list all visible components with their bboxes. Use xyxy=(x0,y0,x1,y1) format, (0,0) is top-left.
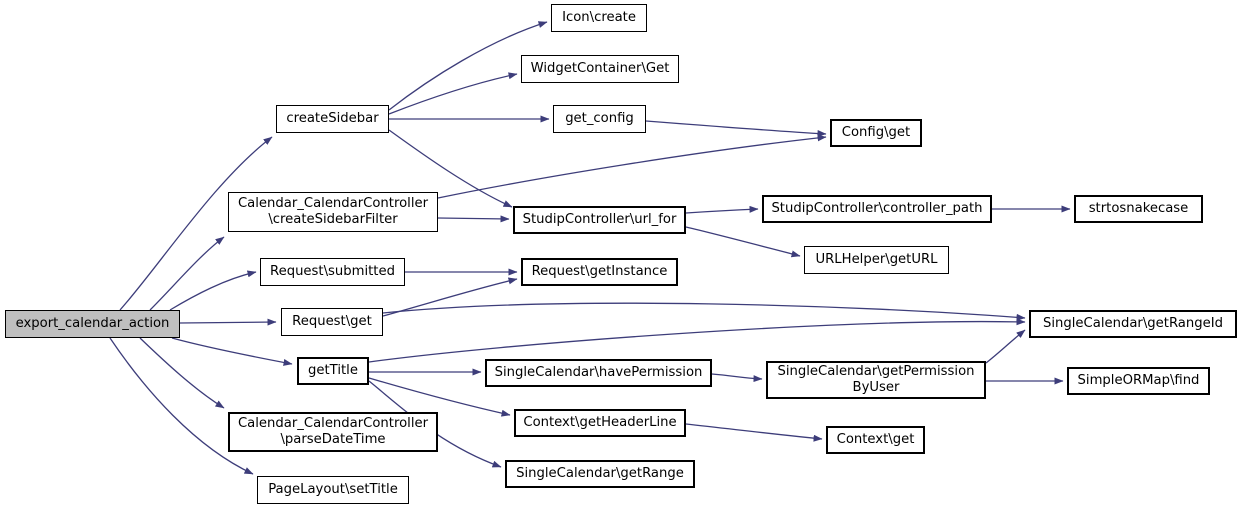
graph-edge xyxy=(645,120,827,137)
graph-node-createsidebarfilter[interactable]: Calendar_CalendarController \createSideb… xyxy=(228,192,438,232)
graph-node-context-get[interactable]: Context\get xyxy=(826,426,925,454)
graph-node-pagelayout-settitle[interactable]: PageLayout\setTitle xyxy=(257,476,409,504)
graph-node-simpleormap-find[interactable]: SimpleORMap\find xyxy=(1067,367,1210,395)
graph-edge xyxy=(437,134,827,199)
graph-node-url-for[interactable]: StudipController\url_for xyxy=(513,206,686,234)
graph-edge xyxy=(139,337,225,409)
graph-node-gettitle[interactable]: getTitle xyxy=(297,357,369,385)
graph-node-urlhelper-geturl[interactable]: URLHelper\getURL xyxy=(804,246,949,274)
graph-node-request-get[interactable]: Request\get xyxy=(281,308,383,336)
graph-edge xyxy=(711,373,763,383)
graph-edge xyxy=(685,423,823,442)
graph-edge xyxy=(985,329,1026,364)
graph-edge xyxy=(685,226,801,258)
graph-edge xyxy=(685,205,759,214)
graph-edge xyxy=(437,215,510,223)
graph-edge xyxy=(388,72,518,115)
graph-node-get-config[interactable]: get_config xyxy=(553,105,646,133)
graph-node-strtosnakecase[interactable]: strtosnakecase xyxy=(1074,195,1203,223)
graph-node-createsidebar[interactable]: createSidebar xyxy=(276,105,389,133)
graph-node-getrange[interactable]: SingleCalendar\getRange xyxy=(505,460,695,488)
graph-edge xyxy=(179,318,277,326)
graph-edge xyxy=(171,337,293,366)
graph-node-config-get[interactable]: Config\get xyxy=(830,119,922,147)
graph-node-controller-path[interactable]: StudipController\controller_path xyxy=(762,195,992,223)
graph-edge xyxy=(382,302,1026,321)
graph-node-getpermissionbyuser[interactable]: SingleCalendar\getPermission ByUser xyxy=(766,361,986,399)
graph-edge xyxy=(149,236,225,311)
graph-node-request-getinstance[interactable]: Request\getInstance xyxy=(521,258,678,286)
graph-node-getrangeid[interactable]: SingleCalendar\getRangeId xyxy=(1029,310,1237,338)
graph-edge xyxy=(368,318,1026,363)
graph-node-export-calendar-action[interactable]: export_calendar_action xyxy=(5,310,180,338)
graph-node-getheaderline[interactable]: Context\getHeaderLine xyxy=(514,409,686,437)
graph-node-havepermission[interactable]: SingleCalendar\havePermission xyxy=(485,359,712,387)
graph-node-request-submitted[interactable]: Request\submitted xyxy=(260,258,405,286)
graph-node-parsedatetime[interactable]: Calendar_CalendarController \parseDateTi… xyxy=(228,412,438,452)
graph-edge xyxy=(109,337,254,475)
graph-edge xyxy=(169,270,257,311)
graph-node-widgetcontainer-get[interactable]: WidgetContainer\Get xyxy=(521,55,679,83)
graph-node-icon-create[interactable]: Icon\create xyxy=(551,4,647,32)
